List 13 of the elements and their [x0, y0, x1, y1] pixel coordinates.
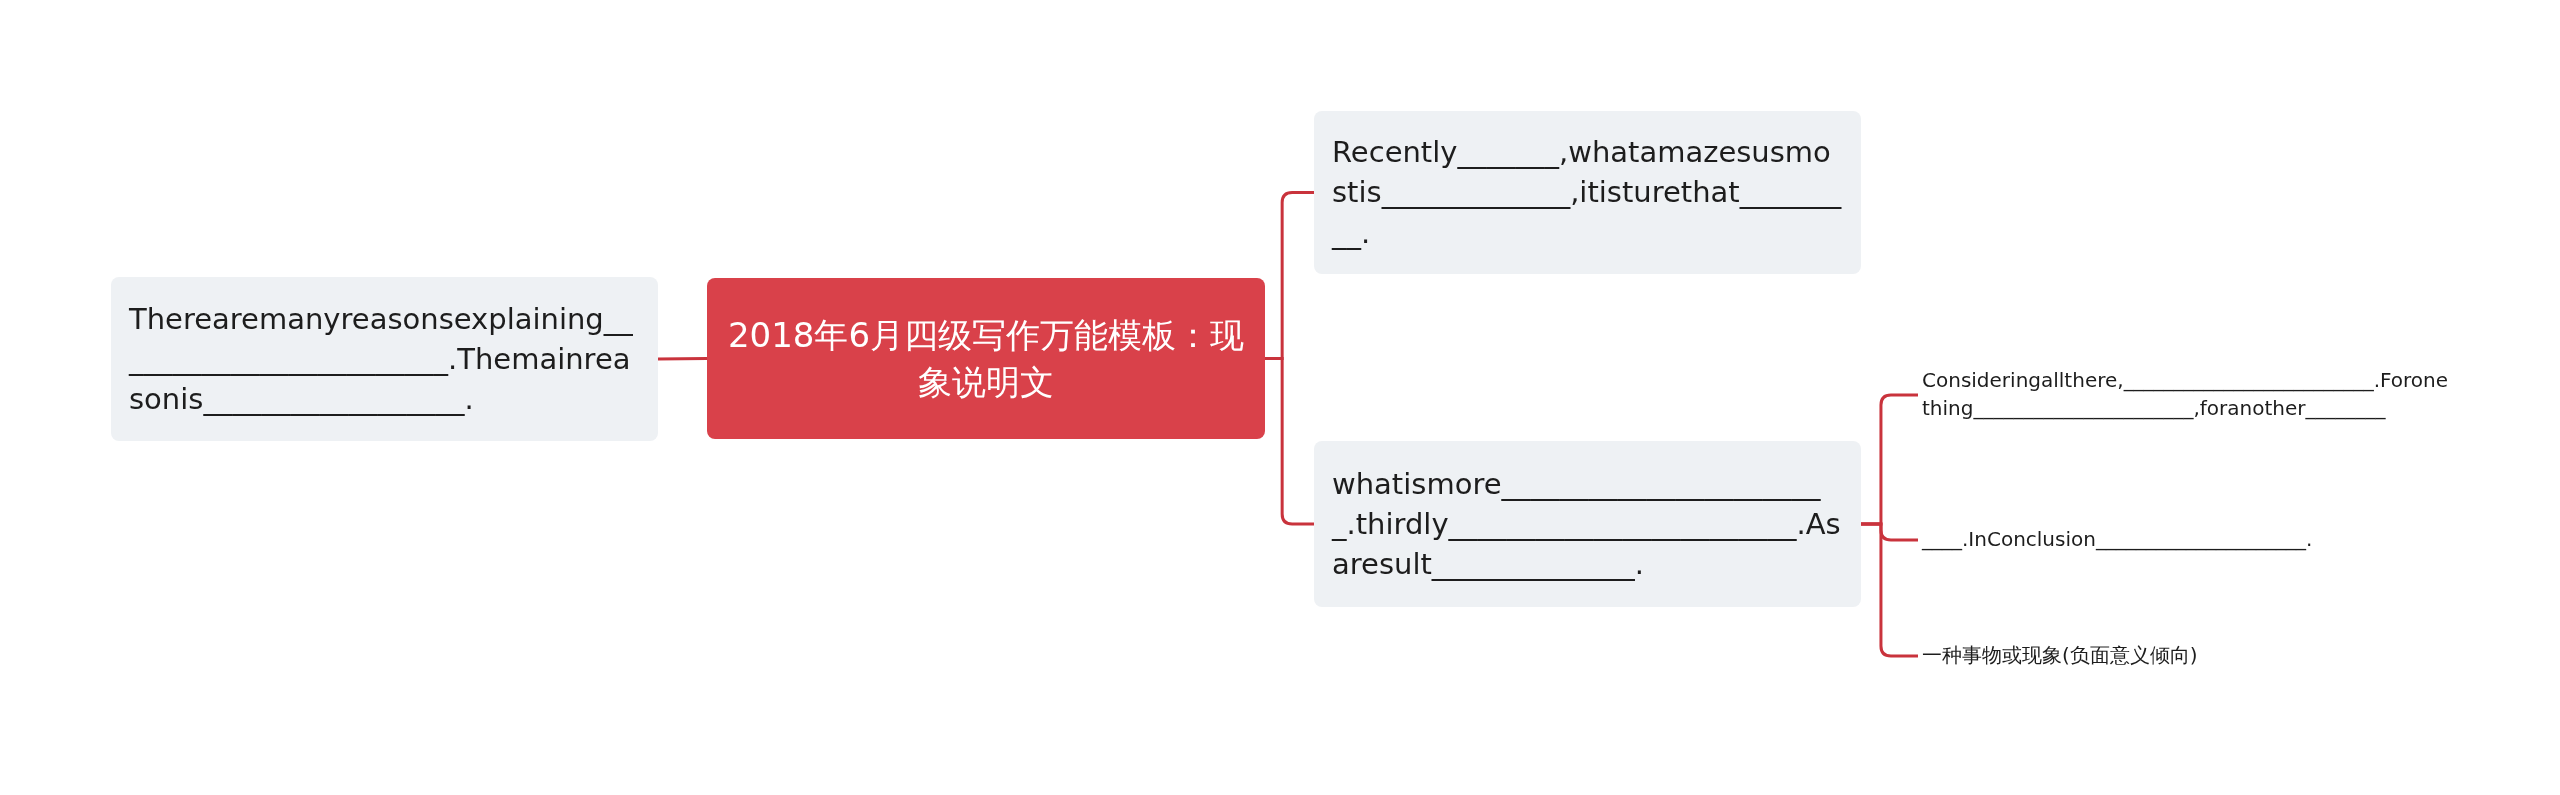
connector-line	[658, 357, 707, 361]
topic-box	[111, 277, 658, 441]
topic-text: Consideringallthere,_________________________.Foronething______________________,foranother________	[1922, 367, 2450, 422]
topic-text: ____.InConclusion_____________________.	[1922, 526, 2313, 554]
topic-text: whatismore_______________________.thirdly________________________.Asaresult______________.	[1332, 465, 1842, 583]
central-topic-box	[707, 278, 1265, 439]
topic-text: 2018年6月四级写作万能模板：现象说明文	[727, 313, 1245, 404]
topic-text: Therearemanyreasonsexplaining________________________.Themainreasonis__________________.	[129, 300, 634, 418]
connector-line	[1861, 522, 1918, 658]
topic-box	[1314, 111, 1861, 274]
topic-text: Recently_______,whatamazesusmostis_____________,itisturethat_________.	[1332, 134, 1843, 252]
topic-box	[1314, 441, 1861, 607]
topic-text: 一种事物或现象(负面意义倾向)	[1922, 642, 2198, 670]
